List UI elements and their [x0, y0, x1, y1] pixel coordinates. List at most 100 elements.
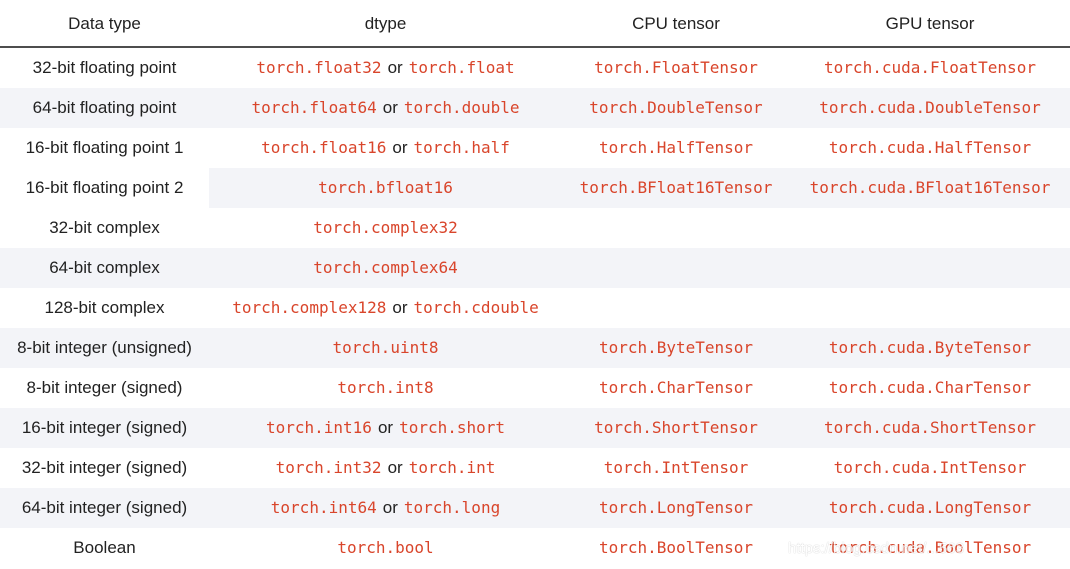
cpu-tensor-cell: torch.CharTensor — [562, 378, 790, 398]
dtype-name: torch.bool — [337, 538, 434, 557]
data-type-cell: 32-bit complex — [49, 218, 160, 237]
dtype-cell: torch.int64 or torch.long — [209, 498, 562, 518]
dtype-cell: torch.bfloat16 — [209, 178, 562, 198]
dtype-alias: torch.int — [408, 458, 496, 477]
data-type-cell: 16-bit integer (signed) — [21, 418, 188, 437]
cpu-tensor-name: torch.CharTensor — [598, 378, 754, 397]
or-separator: or — [392, 138, 408, 157]
dtype-name: torch.int32 — [275, 458, 382, 477]
or-separator: or — [392, 298, 408, 317]
table-row: Boolean torch.bool torch.BoolTensor torch.c… — [0, 528, 1070, 568]
or-separator: or — [387, 458, 403, 477]
cpu-tensor-cell: torch.HalfTensor — [562, 138, 790, 158]
data-type-cell: 8-bit integer (unsigned) — [17, 338, 192, 357]
gpu-tensor-name: torch.cuda.ByteTensor — [828, 338, 1032, 357]
data-type-cell: 64-bit complex — [49, 258, 160, 277]
data-type-cell: 16-bit floating point 2 — [25, 178, 184, 197]
gpu-tensor-name: torch.cuda.HalfTensor — [828, 138, 1032, 157]
dtype-cell: torch.float64 or torch.double — [209, 98, 562, 118]
gpu-tensor-name: torch.cuda.IntTensor — [833, 458, 1027, 477]
gpu-tensor-cell: torch.cuda.CharTensor — [790, 378, 1070, 398]
gpu-tensor-name: torch.cuda.BoolTensor — [828, 538, 1032, 557]
cpu-tensor-name: torch.BFloat16Tensor — [579, 178, 773, 197]
data-type-cell: 64-bit floating point — [32, 98, 177, 117]
data-type-cell: 32-bit integer (signed) — [21, 458, 188, 477]
dtype-cell: torch.int16 or torch.short — [209, 418, 562, 438]
dtype-name: torch.int64 — [270, 498, 377, 517]
or-separator: or — [382, 498, 398, 517]
gpu-tensor-name: torch.cuda.BFloat16Tensor — [809, 178, 1051, 197]
dtype-alias: torch.long — [403, 498, 501, 517]
dtype-cell: torch.complex128 or torch.cdouble — [209, 298, 562, 318]
dtype-name: torch.complex64 — [313, 258, 458, 277]
gpu-tensor-cell: torch.cuda.ByteTensor — [790, 338, 1070, 358]
gpu-tensor-cell: torch.cuda.IntTensor — [790, 458, 1070, 478]
cpu-tensor-cell: torch.BoolTensor — [562, 538, 790, 558]
cpu-tensor-cell: torch.IntTensor — [562, 458, 790, 478]
dtype-alias: torch.float — [408, 58, 515, 77]
data-type-cell: 8-bit integer (signed) — [26, 378, 183, 397]
header-dtype: dtype — [364, 14, 407, 33]
dtype-name: torch.complex128 — [232, 298, 387, 317]
dtype-cell: torch.bool — [209, 538, 562, 558]
dtype-cell: torch.int8 — [209, 378, 562, 398]
dtype-name: torch.float32 — [256, 58, 382, 77]
gpu-tensor-cell: torch.cuda.DoubleTensor — [790, 98, 1070, 118]
dtype-alias: torch.short — [399, 418, 506, 437]
gpu-tensor-cell: torch.cuda.HalfTensor — [790, 138, 1070, 158]
data-type-cell: 16-bit floating point 1 — [25, 138, 184, 157]
dtype-name: torch.int16 — [265, 418, 372, 437]
cpu-tensor-cell: torch.BFloat16Tensor — [562, 178, 790, 198]
dtype-name: torch.bfloat16 — [318, 178, 453, 197]
dtype-name: torch.uint8 — [332, 338, 439, 357]
cpu-tensor-name: torch.HalfTensor — [598, 138, 754, 157]
cpu-tensor-cell: torch.ByteTensor — [562, 338, 790, 358]
watermark: https://blog.csdn.net/...563 — [788, 540, 964, 557]
dtype-name: torch.int8 — [337, 378, 434, 397]
table-row: 8-bit integer (unsigned) torch.uint8 torch… — [0, 328, 1070, 368]
table-row: 16-bit floating point 2 torch.bfloat16 tor… — [0, 168, 1070, 208]
cpu-tensor-name: torch.ByteTensor — [598, 338, 754, 357]
gpu-tensor-cell: torch.cuda.BFloat16Tensor — [790, 178, 1070, 198]
gpu-tensor-cell: torch.cuda.FloatTensor — [790, 58, 1070, 78]
table-row: 32-bit complex torch.complex32 — [0, 208, 1070, 248]
cpu-tensor-name: torch.IntTensor — [603, 458, 749, 477]
dtype-cell: torch.uint8 — [209, 338, 562, 358]
data-type-cell: 32-bit floating point — [32, 58, 177, 77]
cpu-tensor-name: torch.LongTensor — [598, 498, 754, 517]
cpu-tensor-name: torch.DoubleTensor — [589, 98, 763, 117]
dtype-alias: torch.double — [403, 98, 520, 117]
data-type-cell: 128-bit complex — [44, 298, 165, 317]
cpu-tensor-cell: torch.FloatTensor — [562, 58, 790, 78]
gpu-tensor-name: torch.cuda.LongTensor — [828, 498, 1032, 517]
gpu-tensor-name: torch.cuda.ShortTensor — [824, 418, 1036, 437]
dtype-cell: torch.complex32 — [209, 218, 562, 238]
data-type-cell: Boolean — [73, 538, 136, 557]
dtype-alias: torch.cdouble — [413, 298, 539, 317]
gpu-tensor-cell: torch.cuda.ShortTensor — [790, 418, 1070, 438]
table-header: Data type dtype CPU tensor GPU tensor — [0, 0, 1070, 48]
dtype-name: torch.float64 — [251, 98, 377, 117]
dtype-alias: torch.half — [413, 138, 510, 157]
table-row: 64-bit complex torch.complex64 — [0, 248, 1070, 288]
dtype-cell: torch.int32 or torch.int — [209, 458, 562, 478]
header-cpu-tensor: CPU tensor — [632, 14, 720, 33]
header-data-type: Data type — [68, 14, 141, 33]
gpu-tensor-cell: torch.cuda.LongTensor — [790, 498, 1070, 518]
gpu-tensor-name: torch.cuda.CharTensor — [828, 378, 1032, 397]
or-separator: or — [377, 418, 394, 437]
or-separator: or — [382, 98, 398, 117]
or-separator: or — [387, 58, 403, 77]
dtype-name: torch.complex32 — [313, 218, 458, 237]
cpu-tensor-cell: torch.ShortTensor — [562, 418, 790, 438]
dtype-cell: torch.float32 or torch.float — [209, 58, 562, 78]
